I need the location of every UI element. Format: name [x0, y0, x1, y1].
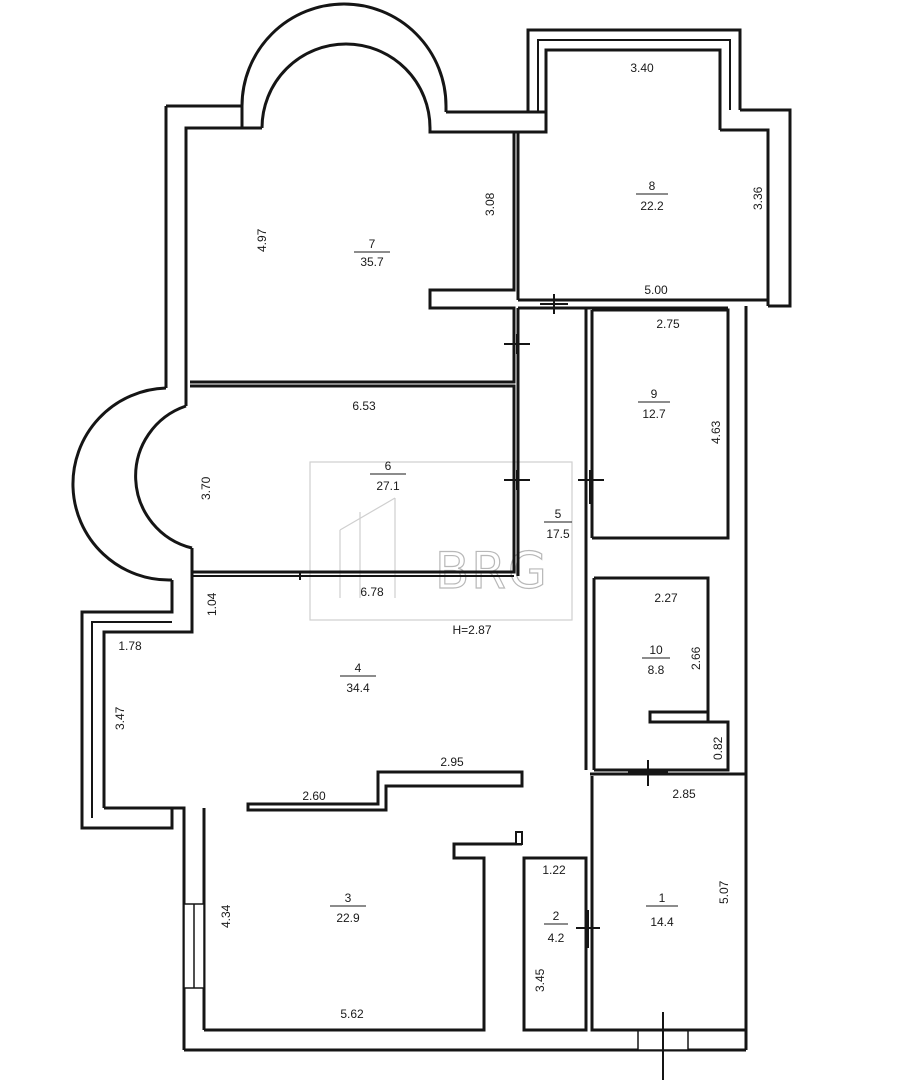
room-6-label: 6 27.1: [370, 459, 406, 493]
dimension-labels: 3.40 3.36 5.00 4.97 3.08 6.53 3.70 6.78 …: [113, 61, 765, 1021]
dim-r4-partition-upper: 2.95: [440, 755, 464, 769]
dim-r7-left: 4.97: [255, 228, 269, 252]
svg-text:27.1: 27.1: [376, 479, 400, 493]
svg-text:10: 10: [649, 643, 663, 657]
dim-r1-right: 5.07: [717, 880, 731, 904]
dim-r9-top: 2.75: [656, 317, 680, 331]
dim-r6-left: 3.70: [199, 476, 213, 500]
svg-text:4.2: 4.2: [548, 931, 565, 945]
svg-text:1: 1: [659, 891, 666, 905]
dim-r7-right: 3.08: [483, 192, 497, 216]
dim-r10-top: 2.27: [654, 591, 678, 605]
dim-r2-top: 1.22: [542, 863, 566, 877]
dim-r8-bottom: 5.00: [644, 283, 668, 297]
dim-r4-left: 3.47: [113, 706, 127, 730]
svg-text:22.9: 22.9: [336, 911, 360, 925]
dim-r2-left: 3.45: [533, 968, 547, 992]
dim-r1-top: 2.85: [672, 787, 696, 801]
room-3-label: 3 22.9: [330, 891, 366, 925]
svg-text:22.2: 22.2: [640, 199, 664, 213]
svg-text:35.7: 35.7: [360, 255, 384, 269]
svg-text:14.4: 14.4: [650, 915, 674, 929]
ceiling-height: H=2.87: [452, 623, 491, 637]
svg-text:4: 4: [355, 661, 362, 675]
room-7-label: 7 35.7: [354, 237, 390, 269]
svg-text:8.8: 8.8: [648, 663, 665, 677]
dim-r4-left-top: 1.78: [118, 639, 142, 653]
outer-walls: [71, 2, 792, 1080]
room-2-label: 2 4.2: [544, 909, 568, 945]
room-8-label: 8 22.2: [636, 179, 668, 213]
room-10-label: 10 8.8: [642, 643, 670, 677]
watermark: BRG: [309, 461, 573, 621]
svg-text:6: 6: [385, 459, 392, 473]
room-1-label: 1 14.4: [646, 891, 678, 929]
dim-r6-bottom: 6.78: [360, 585, 384, 599]
room-5-label: 5 17.5: [544, 507, 572, 541]
dim-r10-right: 2.66: [689, 646, 703, 670]
svg-text:12.7: 12.7: [642, 407, 666, 421]
svg-text:9: 9: [651, 387, 658, 401]
room-4-label: 4 34.4: [340, 661, 376, 695]
svg-text:2: 2: [553, 909, 560, 923]
svg-text:7: 7: [369, 237, 376, 251]
svg-text:8: 8: [649, 179, 656, 193]
svg-text:34.4: 34.4: [346, 681, 370, 695]
dim-r6-top: 6.53: [352, 399, 376, 413]
dim-r9-right: 4.63: [709, 420, 723, 444]
dim-r8-right: 3.36: [751, 186, 765, 210]
interior-walls: [190, 132, 768, 1032]
dim-r3-bottom: 5.62: [340, 1007, 364, 1021]
dim-r10-notch: 0.82: [711, 736, 725, 760]
dim-r4-partition-lower: 2.60: [302, 789, 326, 803]
dim-r4-top-left: 1.04: [205, 592, 219, 616]
svg-text:5: 5: [555, 507, 562, 521]
dim-r3-left: 4.34: [219, 904, 233, 928]
svg-text:3: 3: [345, 891, 352, 905]
dim-r8-top: 3.40: [630, 61, 654, 75]
room-9-label: 9 12.7: [638, 387, 670, 421]
svg-text:17.5: 17.5: [546, 527, 570, 541]
door-markers: [504, 294, 668, 948]
